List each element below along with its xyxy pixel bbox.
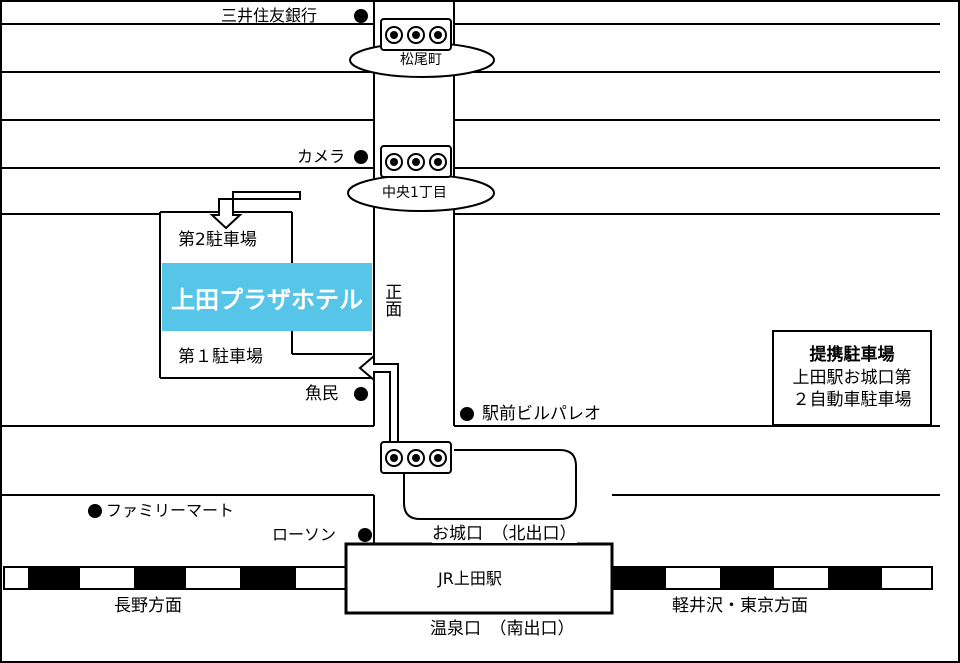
landmark-palleo: 駅前ビルパレオ (482, 404, 601, 424)
station-name: JR上田駅 (438, 569, 502, 588)
traffic-signal-icon (380, 145, 452, 178)
partner-parking-line2: ２自動車駐車場 (792, 390, 912, 411)
hotel-front-label: 正面 (380, 283, 401, 317)
station-north-exit: お城口 （北出口） (432, 524, 577, 544)
route-arrows (209, 191, 399, 447)
dot-palleo (460, 407, 474, 421)
direction-west: 長野方面 (114, 596, 182, 616)
dot-uotami (354, 387, 368, 401)
hotel-front-text: 正面 (381, 283, 402, 317)
partner-parking-line1: 上田駅お城口第 (792, 367, 912, 388)
arrow-to-parking-2 (209, 191, 301, 230)
partner-parking-box: 提携駐車場 上田駅お城口第 ２自動車駐車場 (772, 330, 932, 426)
hotel-name: 上田プラザホテル (162, 263, 372, 331)
landmark-camera: カメラ (297, 147, 346, 166)
intersection-matsuomachi: 松尾町 (400, 52, 442, 68)
dot-lawson (358, 528, 372, 542)
landmark-uotami: 魚民 (305, 384, 339, 404)
partner-parking-title: 提携駐車場 (809, 344, 895, 365)
landmark-bank: 三井住友銀行 (221, 6, 318, 25)
traffic-signal-icon (380, 441, 452, 474)
dot-bank (354, 9, 368, 23)
parking-1-label: 第１駐車場 (178, 347, 263, 367)
direction-east: 軽井沢・東京方面 (672, 596, 808, 616)
station-south-exit: 温泉口 （南出口） (430, 619, 575, 639)
station-building (344, 542, 614, 615)
traffic-signal-icon (380, 18, 452, 51)
dot-camera (354, 150, 368, 164)
landmark-dots (88, 9, 474, 542)
landmark-lawson: ローソン (272, 525, 337, 544)
arrow-to-parking-1 (358, 353, 399, 447)
landmark-familymart: ファミリーマート (106, 501, 235, 520)
hotel-block (159, 211, 374, 379)
roads (1, 2, 940, 543)
parking-2-label: 第2駐車場 (178, 230, 257, 250)
intersection-chuo: 中央1丁目 (382, 185, 447, 201)
dot-familymart (88, 504, 102, 518)
